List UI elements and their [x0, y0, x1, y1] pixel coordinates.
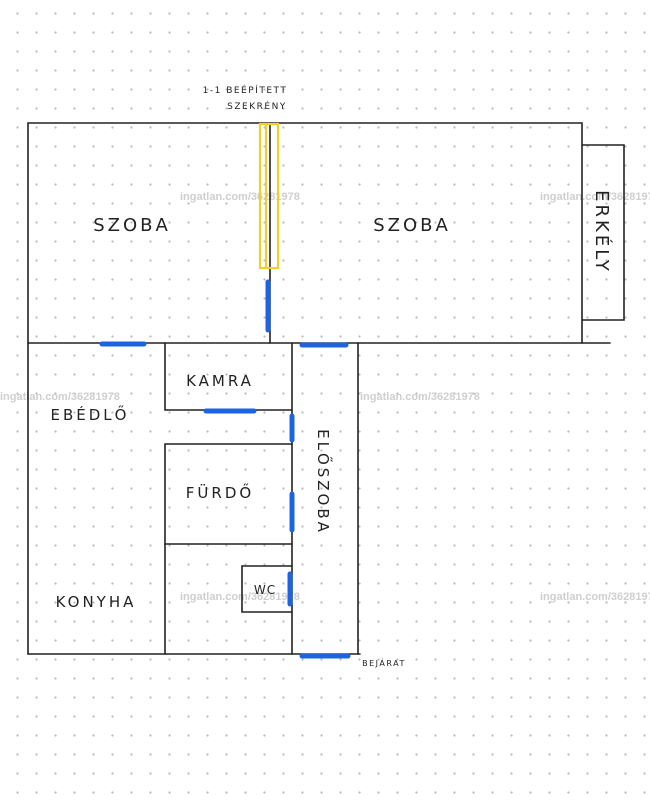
label-kamra: KAMRA: [186, 372, 254, 390]
built-in-closet: [258, 122, 280, 270]
walls: [27, 122, 625, 655]
label-szoba-left: SZOBA: [93, 215, 171, 236]
annotations: 1-1 BEÉPÍTETT SZEKRÉNY BEJÁRAT: [203, 84, 406, 668]
label-ebedlo: EBÉDLŐ: [51, 404, 130, 424]
label-furdo: FÜRDŐ: [186, 482, 254, 502]
room-labels: SZOBA SZOBA ERKÉLY KAMRA EBÉDLŐ FÜRDŐ EL…: [51, 190, 613, 611]
closet-annotation-line1: 1-1 BEÉPÍTETT: [203, 84, 288, 96]
entrance-annotation: BEJÁRAT: [362, 657, 406, 668]
watermark: ingatlan.com/36281978: [360, 391, 480, 403]
closet-annotation-line2: SZEKRÉNY: [227, 100, 287, 112]
label-szoba-right: SZOBA: [373, 215, 451, 236]
wc-walls: [241, 565, 293, 613]
label-erkely: ERKÉLY: [591, 190, 613, 274]
watermark: ingatlan.com/36281978: [180, 191, 300, 203]
label-eloszoba: ELŐSZOBA: [314, 429, 334, 535]
watermark: ingatlan.com/36281978: [0, 391, 120, 403]
watermark: ingatlan.com/36281978: [540, 591, 650, 603]
watermarks: ingatlan.com/36281978 ingatlan.com/36281…: [0, 191, 650, 603]
watermark: ingatlan.com/36281978: [180, 591, 300, 603]
balcony-outline: [581, 144, 625, 321]
watermark: ingatlan.com/36281978: [540, 191, 650, 203]
closet-outline: [258, 122, 280, 270]
label-wc: WC: [254, 583, 276, 597]
bathroom-walls: [164, 443, 293, 545]
label-konyha: KONYHA: [56, 593, 137, 611]
doors: [99, 279, 351, 659]
